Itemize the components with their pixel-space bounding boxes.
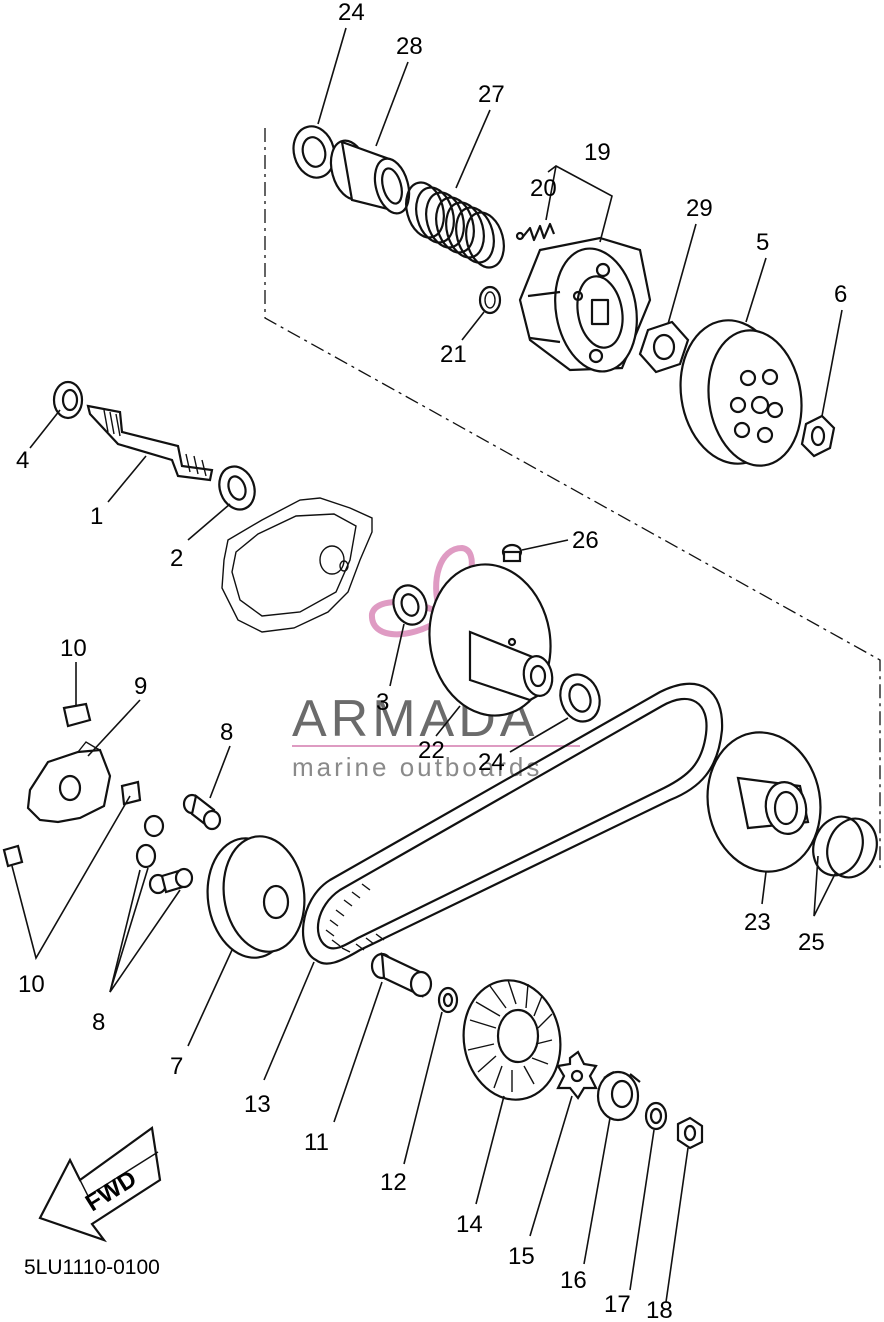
part-10-clip-upper xyxy=(62,702,92,728)
callout-27: 27 xyxy=(478,81,505,108)
part-7-primary-sheave xyxy=(206,835,306,959)
part-4-bearing xyxy=(52,380,84,420)
part-25-circlips xyxy=(812,815,878,879)
watermark-tagline: marine outboards xyxy=(292,752,542,782)
forward-direction-arrow-icon: FWD xyxy=(38,1126,162,1243)
part-14-fan-sheave xyxy=(462,979,562,1101)
part-20-small-spring xyxy=(515,222,556,242)
callout-20: 20 xyxy=(530,175,557,202)
callout-2: 2 xyxy=(170,545,183,572)
callout-11: 11 xyxy=(304,1129,329,1156)
callout-19: 19 xyxy=(584,139,611,166)
leader-lines xyxy=(11,27,843,1303)
part-21-small-ring xyxy=(478,285,502,315)
callout-4: 4 xyxy=(16,447,29,474)
part-2-bearing xyxy=(218,465,256,511)
callout-10-bottom: 10 xyxy=(18,971,45,998)
part-15-spider xyxy=(556,1050,598,1100)
part-10-clip-left xyxy=(2,844,24,868)
part-22-secondary-sheave xyxy=(428,563,554,717)
callout-14: 14 xyxy=(456,1211,483,1238)
part-27-clutch-spring xyxy=(405,181,505,269)
callout-24-top: 24 xyxy=(338,0,365,26)
callout-13: 13 xyxy=(244,1091,271,1118)
part-23-fixed-sheave xyxy=(706,731,822,873)
part-8-roller-c xyxy=(148,867,194,895)
part-8-roller-top xyxy=(182,793,222,831)
callout-17: 17 xyxy=(604,1291,631,1318)
callout-28: 28 xyxy=(396,33,423,60)
callout-29: 29 xyxy=(686,195,713,222)
part-17-washer xyxy=(644,1101,668,1131)
part-12-washer xyxy=(437,986,459,1014)
part-13-v-belt xyxy=(302,682,724,965)
part-24-seal-lower xyxy=(559,673,601,723)
part-18-nut xyxy=(676,1116,704,1150)
callout-7: 7 xyxy=(170,1053,183,1080)
part-10-clip-right xyxy=(120,780,142,806)
callout-10-top: 10 xyxy=(60,635,87,662)
part-3-oil-seal xyxy=(392,584,428,626)
part-29-nut xyxy=(638,320,690,374)
callout-5: 5 xyxy=(756,229,769,256)
callout-labels: 24 28 27 19 20 29 5 6 21 4 1 2 26 10 9 8… xyxy=(16,0,847,1322)
part-16-boss xyxy=(596,1070,641,1122)
part-5-clutch-housing xyxy=(679,319,803,467)
part-8-roller-b xyxy=(135,843,157,869)
part-26-plug xyxy=(501,543,523,563)
part-28-collar xyxy=(329,139,411,215)
callout-8-top: 8 xyxy=(220,719,233,746)
callout-12: 12 xyxy=(380,1169,407,1196)
part-9-cam-plate xyxy=(26,741,112,824)
callout-8-bottom: 8 xyxy=(92,1009,105,1036)
callout-18: 18 xyxy=(646,1297,673,1322)
callout-23: 23 xyxy=(744,909,771,936)
part-11-collar xyxy=(370,952,433,998)
crankcase-cover-outline xyxy=(221,497,373,633)
callout-1: 1 xyxy=(90,503,103,530)
callout-24-lower: 24 xyxy=(478,749,505,776)
drawing-code: 5LU1110-0100 xyxy=(24,1256,160,1279)
callout-6: 6 xyxy=(834,281,847,308)
part-1-drive-shaft xyxy=(86,404,214,482)
callout-15: 15 xyxy=(508,1243,535,1270)
part-6-nut xyxy=(800,414,836,458)
callout-22: 22 xyxy=(418,737,445,764)
callout-16: 16 xyxy=(560,1267,587,1294)
watermark-logo: ARMADA marine outboards xyxy=(292,544,580,782)
part-24-washer-top xyxy=(292,125,336,179)
assembly-boundary-line xyxy=(264,128,881,868)
callout-25: 25 xyxy=(798,929,825,956)
part-8-roller-a xyxy=(143,814,165,838)
callout-21: 21 xyxy=(440,341,467,368)
callout-3: 3 xyxy=(376,689,389,716)
callout-26: 26 xyxy=(572,527,599,554)
callout-9: 9 xyxy=(134,673,147,700)
part-19-clutch-carrier xyxy=(518,236,652,373)
